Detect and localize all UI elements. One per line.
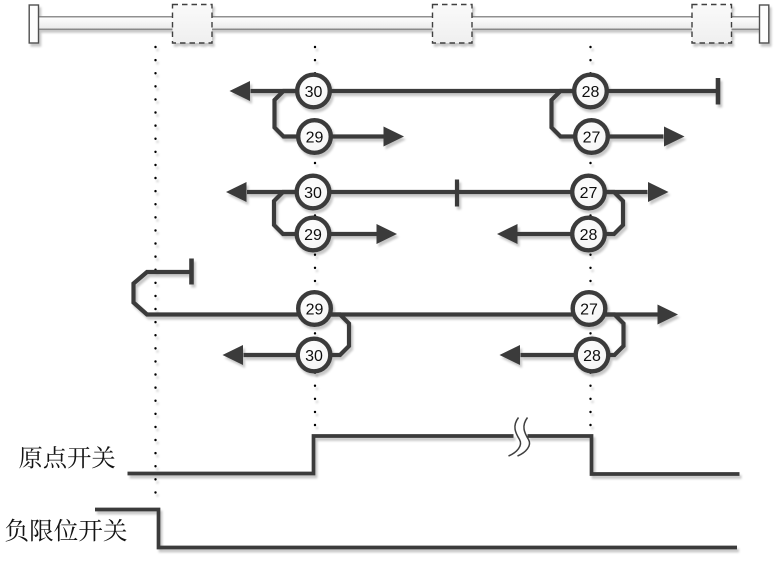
svg-text:30: 30 — [304, 185, 322, 202]
svg-text:29: 29 — [304, 227, 322, 244]
svg-text:28: 28 — [580, 227, 598, 244]
svg-text:29: 29 — [306, 301, 324, 318]
svg-text:30: 30 — [305, 84, 323, 101]
svg-text:27: 27 — [580, 185, 598, 202]
svg-text:28: 28 — [582, 84, 600, 101]
svg-text:29: 29 — [306, 129, 324, 146]
svg-text:27: 27 — [583, 129, 601, 146]
svg-text:30: 30 — [305, 348, 323, 365]
svg-text:28: 28 — [583, 348, 601, 365]
svg-text:27: 27 — [580, 301, 598, 318]
